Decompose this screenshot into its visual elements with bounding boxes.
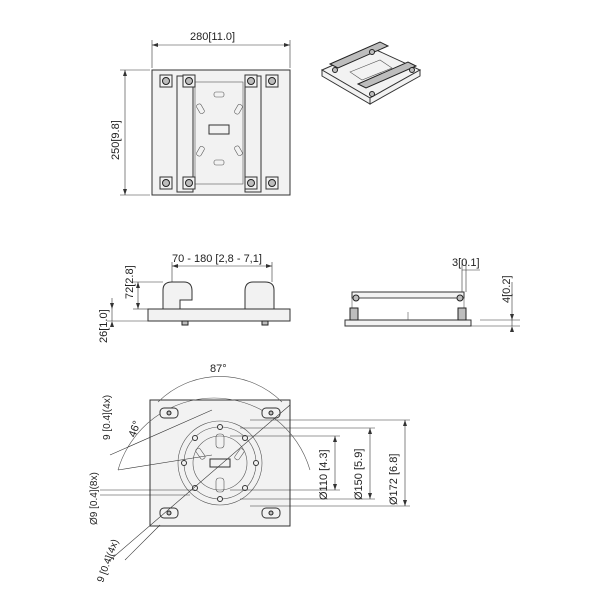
center-mount-slots xyxy=(196,91,243,166)
angle-87-label: 87° xyxy=(210,363,227,375)
mount-holes xyxy=(181,424,259,502)
top-height-label: 250[9.8] xyxy=(110,120,122,160)
side-base-plate xyxy=(147,308,291,322)
bottom-center-slot xyxy=(209,458,231,468)
clamp-height-label: 72[2.8] xyxy=(124,265,136,299)
slot-4x-top-label: 9 [0.4](4x) xyxy=(102,395,113,440)
right-rail xyxy=(244,75,262,193)
right-small-label: 3[0.1] xyxy=(452,257,480,269)
dia-110-label: Ø110 [4.3] xyxy=(318,449,330,500)
right-clamp xyxy=(244,281,275,310)
center-slot xyxy=(208,124,230,135)
dia-150-label: Ø150 [5.9] xyxy=(353,449,365,500)
left-rail xyxy=(176,75,194,193)
hole-8x-label: Ø9 [0.4](8x) xyxy=(89,472,100,525)
left-clamp xyxy=(162,281,193,310)
corner-slots xyxy=(159,407,281,519)
top-width-label: 280[11.0] xyxy=(190,31,235,43)
angle-46-label: 46° xyxy=(127,419,144,439)
top-view-plate xyxy=(120,40,291,196)
bottom-view-plate xyxy=(100,376,410,561)
slot-4x-bottom-label: 9 [0.4](4x) xyxy=(95,538,121,584)
bolt-circle-110 xyxy=(192,435,248,491)
dia-172-label: Ø172 [6.8] xyxy=(388,454,400,505)
clamp-range-label: 70 - 180 [2,8 - 7,1] xyxy=(172,253,262,265)
front-top-rail xyxy=(351,291,465,299)
right-height-label: 4[0.2] xyxy=(501,275,513,303)
corner-bolts xyxy=(159,74,279,190)
base-height-label: 26[1.0] xyxy=(98,309,110,343)
front-view xyxy=(344,260,520,332)
center-mount-area xyxy=(194,81,244,185)
front-base-plate xyxy=(344,319,472,327)
side-view-clamps xyxy=(107,262,291,327)
isometric-view xyxy=(320,41,422,105)
bolt-circle-172 xyxy=(177,420,263,506)
